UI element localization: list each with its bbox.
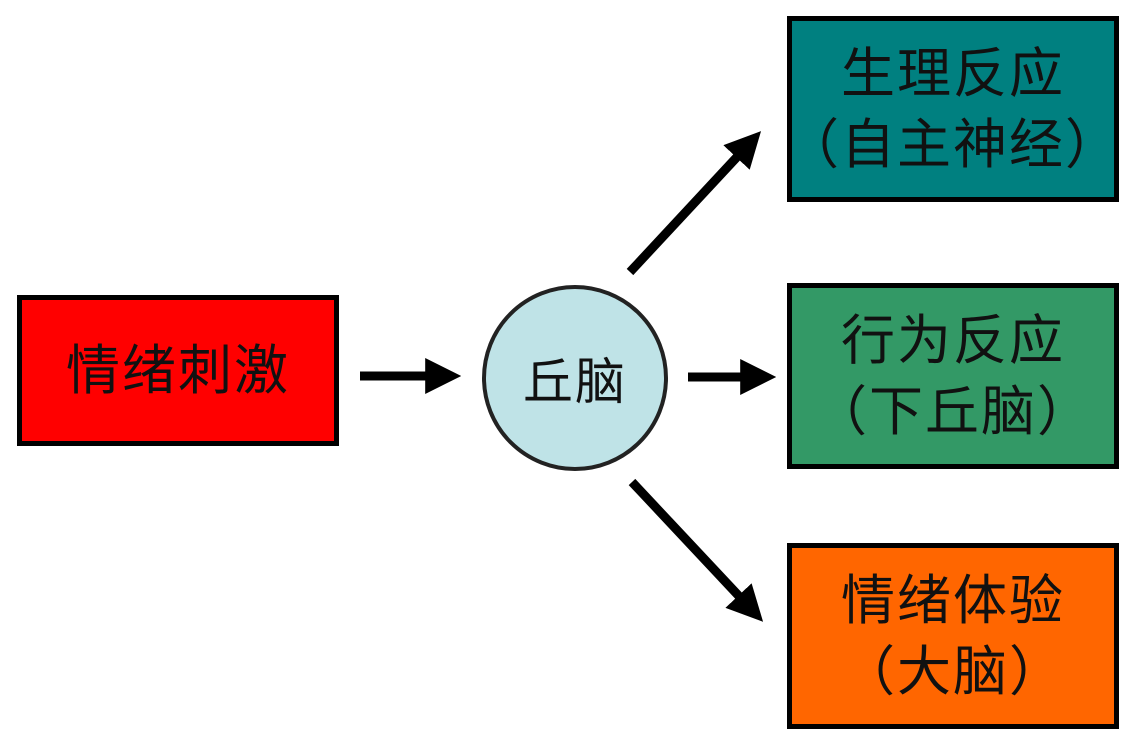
physiological-response-sublabel: （自主神经） xyxy=(785,113,1121,176)
emotional-experience-box: 情绪体验 （大脑） xyxy=(787,543,1119,729)
emotional-experience-sublabel: （大脑） xyxy=(841,640,1065,703)
physiological-response-label: 生理反应 xyxy=(841,41,1065,105)
thalamus-node: 丘脑 xyxy=(482,285,668,471)
thalamus-label: 丘脑 xyxy=(523,353,627,411)
arrow-thalamus-to-physiological xyxy=(626,131,762,276)
emotional-stimulus-box: 情绪刺激 xyxy=(17,295,339,446)
behavioral-response-box: 行为反应 （下丘脑） xyxy=(787,283,1119,469)
emotional-experience-label: 情绪体验 xyxy=(841,568,1065,632)
physiological-response-box: 生理反应 （自主神经） xyxy=(785,16,1121,202)
behavioral-response-label: 行为反应 xyxy=(841,308,1065,372)
arrow-thalamus-to-experience xyxy=(628,478,764,622)
behavioral-response-sublabel: （下丘脑） xyxy=(813,380,1093,443)
emotional-stimulus-label: 情绪刺激 xyxy=(66,338,290,402)
